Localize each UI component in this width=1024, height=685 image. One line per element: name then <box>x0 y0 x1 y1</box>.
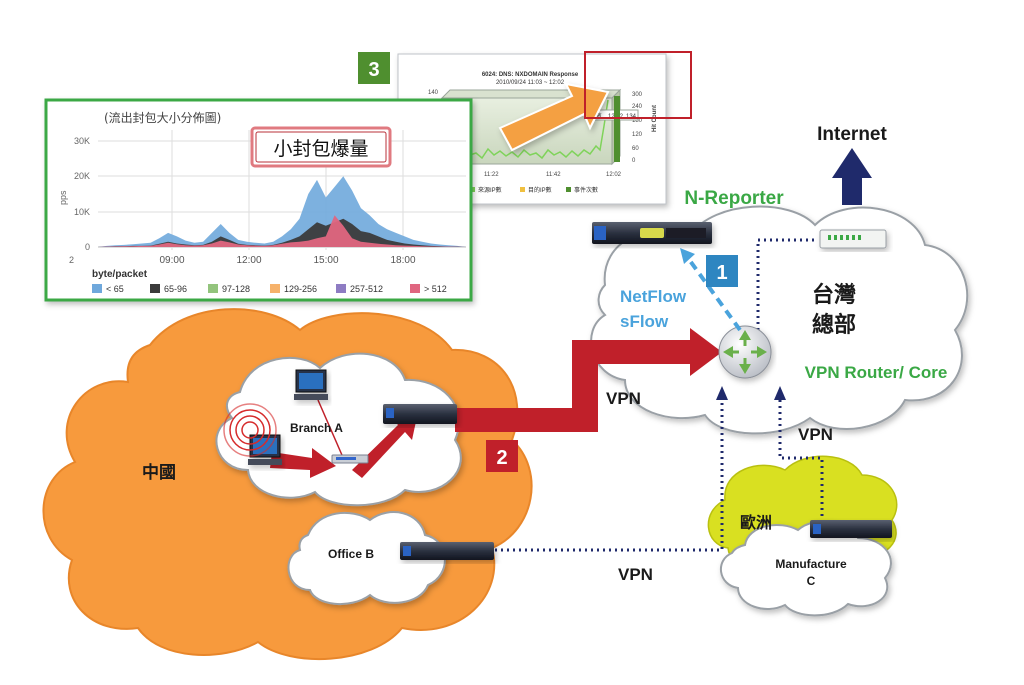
core-router[interactable] <box>718 325 772 379</box>
packet-x-tick: 15:00 <box>313 255 338 266</box>
dns-chart-subtitle: 2010/09/24 11:03 ~ 12:02 <box>496 80 565 86</box>
dns-legend: 來源IP數 目的IP數 事件次數 <box>470 186 598 194</box>
packet-chart-ylabel: pps <box>58 190 68 205</box>
packet-legend-swatch <box>410 284 420 293</box>
hq-label-line2: 總部 <box>812 312 856 338</box>
netflow-label: NetFlow <box>620 287 687 306</box>
packet-x-tick: 09:00 <box>159 255 184 266</box>
dns-chart-title: 6024: DNS: NXDOMAIN Response <box>482 72 579 78</box>
vpn-arrowhead-manufacture <box>774 386 786 400</box>
vpn-right-label: VPN <box>798 425 833 444</box>
dns-y-right-tick: 120 <box>632 132 643 138</box>
dns-y-right-tick: 300 <box>632 92 643 98</box>
dns-x-tick: 11:42 <box>546 172 561 178</box>
manufacture-c-router[interactable] <box>810 520 892 538</box>
china-label: 中國 <box>142 462 176 483</box>
dns-spike-bar <box>614 96 620 162</box>
branch-a-pc-top[interactable] <box>294 369 328 400</box>
vpn-link-manufacture <box>778 395 824 528</box>
packet-series-area <box>98 218 466 247</box>
office-b-cloud <box>287 511 446 606</box>
europe-label: 歐洲 <box>740 513 772 532</box>
packet-series-area <box>98 176 466 247</box>
branch-a-switch[interactable] <box>331 454 369 464</box>
badge-1-label: 1 <box>716 262 727 284</box>
badge-2-label: 2 <box>496 447 507 469</box>
packet-y-tick-extra: 2 <box>69 255 74 265</box>
packet-legend-label: 97-128 <box>222 284 250 294</box>
packet-legend-label: 129-256 <box>284 284 317 294</box>
badge-step-3: 3 <box>358 52 390 84</box>
vpn-arrowhead-office-b <box>716 386 728 400</box>
dns-x-tick: 11:22 <box>484 172 499 178</box>
dns-y-left-tick: 140 <box>428 90 439 96</box>
netflow-arrow <box>680 248 742 332</box>
badge-3-label: 3 <box>368 59 379 81</box>
hq-label-line1: 台灣 <box>812 282 856 308</box>
vpn-link-internet-switch <box>756 238 818 330</box>
internet-up-arrow <box>832 148 872 205</box>
office-b-label: Office B <box>328 547 374 561</box>
packet-x-tick: 18:00 <box>390 255 415 266</box>
dns-legend-item: 事件次數 <box>574 186 598 194</box>
packet-y-tick: 10K <box>74 207 90 217</box>
packet-size-chart-panel: (流出封包大小分佈圖) pps 30K 20K 10K 0 2 09:00 12… <box>44 98 473 302</box>
n-reporter-label: N-Reporter <box>684 188 784 209</box>
taiwan-hq-cloud <box>590 205 969 435</box>
packet-chart-title: (流出封包大小分佈圖) <box>104 110 221 125</box>
dns-highlight-arrow <box>498 82 610 152</box>
branch-a-pc-infected[interactable] <box>248 434 282 465</box>
packet-legend-swatch <box>336 284 346 293</box>
vpn-bottom-label: VPN <box>618 565 653 584</box>
branch-a-router[interactable] <box>383 404 457 424</box>
n-reporter-appliance[interactable] <box>592 222 712 244</box>
packet-legend-swatch <box>92 284 102 293</box>
packet-y-tick: 20K <box>74 171 90 181</box>
packet-legend-swatch <box>208 284 218 293</box>
vpn-links <box>495 238 824 552</box>
badge-step-1: 1 <box>706 255 738 287</box>
packet-legend-label: < 65 <box>106 284 124 294</box>
dns-noise-line <box>445 99 609 160</box>
dns-y-right-tick: 0 <box>632 158 636 164</box>
infection-rings <box>223 403 277 457</box>
packet-legend-label: 65-96 <box>164 284 187 294</box>
small-packet-callout: 小封包爆量 <box>250 126 392 168</box>
dns-y-right-tick: 240 <box>632 104 643 110</box>
dns-y-right-tick: 60 <box>632 146 639 152</box>
packet-y-tick: 30K <box>74 136 90 146</box>
packet-chart-x-ticks: 09:00 12:00 15:00 18:00 <box>159 255 415 266</box>
dns-y-right-tick: 180 <box>632 118 643 124</box>
internet-switch[interactable] <box>819 229 887 249</box>
vpn-main-label: VPN <box>606 389 641 408</box>
internet-label: Internet <box>817 124 887 145</box>
packet-chart-y-ticks: 30K 20K 10K 0 2 <box>69 136 90 265</box>
sflow-label: sFlow <box>620 312 669 331</box>
packet-y-tick: 0 <box>85 242 90 252</box>
dns-legend-item: 目的IP數 <box>528 186 552 194</box>
packet-chart-series <box>98 176 466 247</box>
badge-step-2: 2 <box>486 440 518 472</box>
manufacture-label-line2: C <box>807 574 816 588</box>
manufacture-label-line1: Manufacture <box>775 557 847 571</box>
dns-x-tick: 12:02 <box>606 172 622 178</box>
packet-legend-label: 257-512 <box>350 284 383 294</box>
vpn-link-office-b <box>495 395 724 552</box>
packet-legend-swatch <box>150 284 160 293</box>
packet-legend-title: byte/packet <box>92 269 148 280</box>
packet-chart-legend: < 65 65-96 97-128 129-256 257-512 > 512 <box>92 284 447 294</box>
vpn-router-core-label: VPN Router/ Core <box>805 363 948 382</box>
attack-flow-arrow <box>455 328 722 432</box>
dns-spike-highlight-box <box>584 51 692 119</box>
packet-legend-swatch <box>270 284 280 293</box>
branch-a-label: Branch A <box>290 421 343 435</box>
dns-legend-item: 來源IP數 <box>478 186 502 194</box>
packet-legend-label: > 512 <box>424 284 447 294</box>
office-b-router[interactable] <box>400 542 494 560</box>
packet-x-tick: 12:00 <box>236 255 261 266</box>
callout-text: 小封包爆量 <box>273 138 368 160</box>
